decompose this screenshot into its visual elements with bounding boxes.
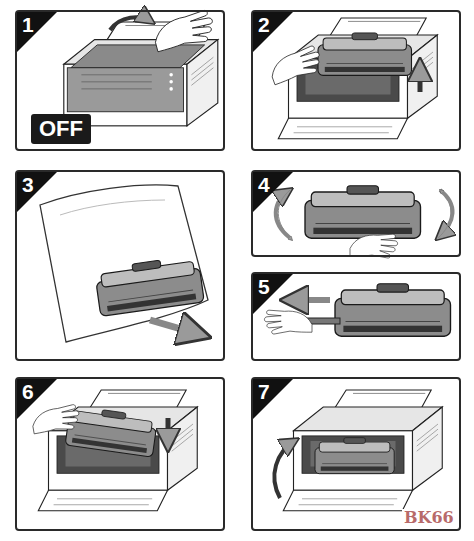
printer-open [278,18,437,139]
step-panel: 6 [15,377,225,531]
toner-cartridge [315,438,394,474]
printer-open [283,390,442,511]
up-arrow [418,62,423,92]
step-number: 6 [22,380,34,404]
toner-cartridge [335,284,451,337]
pull-arrow [285,297,330,303]
step-panel: 2 [251,10,461,151]
bag [40,185,208,342]
off-badge: OFF [31,114,91,144]
step-number: 4 [258,173,270,197]
shake-arrow [438,190,453,238]
step-number: 5 [258,275,270,299]
watermark: BK66 [402,509,456,527]
step-panel: 5 [251,272,461,361]
hand [267,45,325,87]
toner-cartridge [94,255,204,317]
step-number: 2 [258,13,270,37]
close-arrow [274,440,296,498]
step-panel: 4 [251,170,461,257]
step-panel: 7 [251,377,461,531]
hand [264,310,312,334]
hand [350,234,398,258]
step-number: 3 [22,173,34,197]
hand [30,404,81,436]
toner-cartridge [318,33,412,76]
hand [151,9,217,54]
step-panel: 1OFF [15,10,225,151]
lift-arrow [110,17,152,30]
step-number: 7 [258,380,270,404]
step-number: 1 [22,13,34,37]
step-panel: 3 [15,170,225,361]
toner-cartridge [305,186,421,239]
badge-text: OFF [39,117,83,141]
down-arrow [166,418,171,448]
pull-arrow [150,320,205,336]
